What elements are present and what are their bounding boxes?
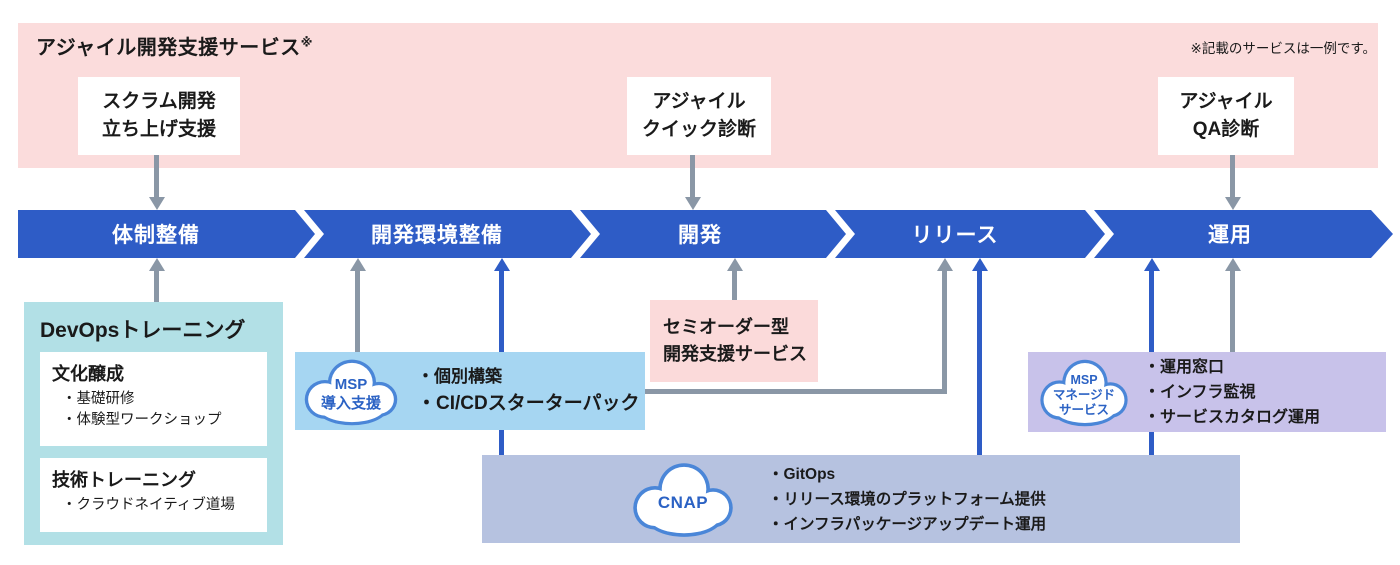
stage-unyo: 運用 (1208, 224, 1252, 247)
arrow-up-msp-intro-shaft (355, 269, 360, 352)
connector-release-vertical (942, 269, 947, 394)
callout-line: アジャイル (1179, 91, 1273, 112)
banner-title: アジャイル開発支援サービス※ (36, 31, 313, 60)
callout-line: QA診断 (1192, 119, 1260, 140)
arrow-up-blue-release-head (972, 258, 988, 271)
arrow-up-semi-order-head (727, 258, 743, 271)
stage-kaihatsu: 開発 (678, 224, 722, 247)
chevron-segment-2 (304, 210, 591, 258)
arrow-down-to-taisei-head (149, 197, 165, 210)
cnap-box: ・GitOps ・リリース環境のプラットフォーム提供 ・インフラパッケージアップ… (482, 455, 1240, 543)
msp-intro-item: ・CI/CDスターターパック (417, 393, 640, 414)
cnap-item: ・GitOps (768, 465, 836, 483)
arrow-up-msp-intro-head (350, 258, 366, 271)
chevron-segment-4 (835, 210, 1105, 258)
arrow-up-msp-managed-head (1225, 258, 1241, 271)
cnap-cloud-icon: CNAP (626, 458, 740, 541)
msp-intro-cloud-label: MSP 導入支援 (298, 355, 404, 429)
cloud-label-line: マネージド (1052, 387, 1116, 402)
cloud-shape (1040, 359, 1128, 427)
arrow-up-blue-unyo-head (1144, 258, 1160, 271)
devops-tech-item: ・クラウドネイティブ道場 (62, 497, 235, 513)
banner-title-text: アジャイル開発支援サービス (36, 37, 301, 59)
callout-line: クイック診断 (641, 119, 756, 140)
semi-order-line: 開発支援サービス (663, 344, 807, 364)
arrow-down-to-kaihatsu-head (685, 197, 701, 210)
cnap-item: ・インフラパッケージアップデート運用 (768, 515, 1047, 533)
arrow-up-msp-managed-shaft (1230, 269, 1235, 352)
msp-managed-cloud-label: MSP マネージド サービス (1034, 355, 1134, 430)
arrow-up-release-gray-head (937, 258, 953, 271)
arrow-down-to-taisei-shaft (154, 155, 159, 199)
callout-line: アジャイル (652, 91, 746, 112)
connector-release-horizontal (645, 389, 945, 394)
msp-managed-cloud-icon: MSP マネージド サービス (1034, 355, 1134, 430)
devops-culture-title: 文化醸成 (52, 364, 124, 384)
devops-tech-box: 技術トレーニング ・クラウドネイティブ道場 (40, 458, 267, 532)
devops-training-box: DevOpsトレーニング 文化醸成 ・基礎研修 ・体験型ワークショップ 技術トレ… (24, 302, 283, 545)
msp-managed-item: ・サービスカタログ運用 (1144, 408, 1321, 426)
stage-taisei-seibi: 体制整備 (112, 224, 200, 247)
banner-title-note-mark: ※ (300, 35, 313, 50)
arrow-up-blue-kankyo-head (494, 258, 510, 271)
cloud-label-line: MSP (1070, 372, 1098, 387)
cloud-label-line: MSP (334, 376, 368, 393)
devops-culture-item: ・体験型ワークショップ (62, 412, 222, 428)
msp-intro-cloud-icon: MSP 導入支援 (298, 355, 404, 429)
devops-training-title: DevOpsトレーニング (40, 319, 246, 342)
semi-order-dev-support-box: セミオーダー型 開発支援サービス (650, 300, 818, 382)
devops-culture-item: ・基礎研修 (62, 391, 135, 407)
semi-order-line: セミオーダー型 (663, 317, 789, 337)
cloud-label-line: 導入支援 (320, 395, 381, 412)
cloud-label-line: サービス (1058, 402, 1109, 417)
chevron-segment-1 (18, 210, 315, 258)
arrow-up-blue-release-shaft (977, 269, 982, 455)
callout-line: 立ち上げ支援 (101, 119, 216, 140)
arrow-up-devops-head (149, 258, 165, 271)
cloud-shape (633, 463, 733, 537)
callout-agile-qa-assessment: アジャイル QA診断 (1158, 77, 1294, 155)
stage-release: リリース (911, 224, 999, 247)
callout-agile-quick-assessment: アジャイル クイック診断 (627, 77, 771, 155)
chevron-segment-3 (580, 210, 846, 258)
devops-culture-box: 文化醸成 ・基礎研修 ・体験型ワークショップ (40, 352, 267, 446)
cloud-shape (304, 359, 398, 426)
chevron-segment-5 (1094, 210, 1393, 258)
stage-kaihatsu-kankyo: 開発環境整備 (371, 224, 503, 247)
banner-note: ※記載のサービスは一例です。 (1190, 41, 1376, 56)
cnap-item: ・リリース環境のプラットフォーム提供 (768, 490, 1046, 508)
msp-managed-item: ・運用窓口 (1144, 358, 1225, 376)
arrow-up-semi-order-shaft (732, 269, 737, 300)
arrow-down-to-unyo-shaft (1230, 155, 1235, 199)
msp-intro-item: ・個別構築 (417, 367, 502, 386)
arrow-down-to-unyo-head (1225, 197, 1241, 210)
msp-managed-item: ・インフラ監視 (1144, 383, 1256, 401)
arrow-up-devops-shaft (154, 269, 159, 302)
callout-line: スクラム開発 (102, 91, 216, 112)
devops-tech-title: 技術トレーニング (52, 470, 196, 490)
arrow-down-to-kaihatsu-shaft (690, 155, 695, 199)
cnap-cloud-label: CNAP (657, 492, 709, 512)
process-chevron-band (18, 210, 1393, 258)
callout-scrum-launch-support: スクラム開発 立ち上げ支援 (78, 77, 240, 155)
